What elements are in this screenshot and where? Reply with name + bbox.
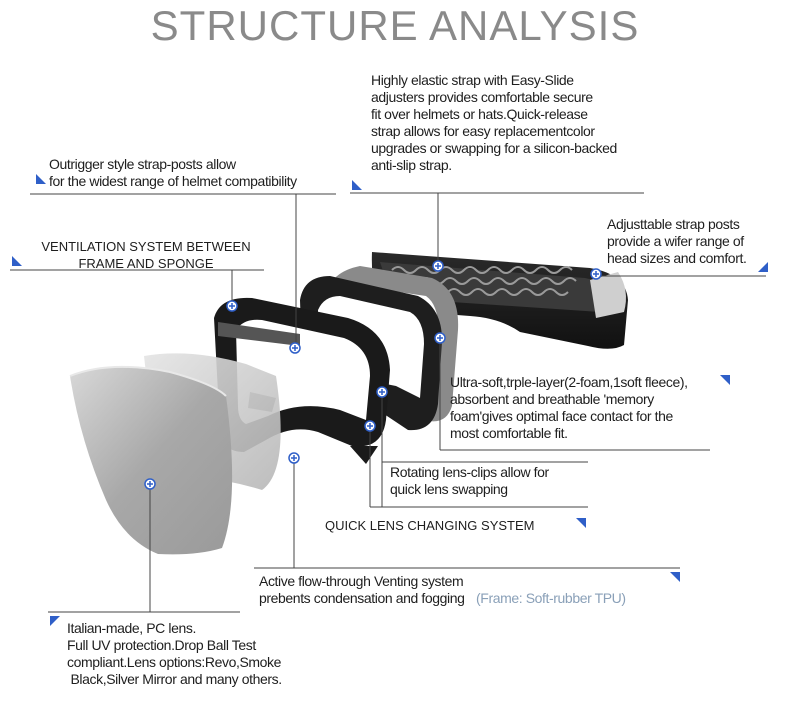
- foam-line: absorbent and breathable 'memory: [450, 391, 654, 407]
- plus-marker-icon: [289, 342, 301, 354]
- lens-line: Black,Silver Mirror and many others.: [67, 671, 282, 687]
- corner-triangles: [12, 174, 768, 626]
- strap-posts-line: provide a wifer range of: [607, 233, 744, 249]
- lens-line: Full UV protection.Drop Ball Test: [67, 637, 256, 653]
- strap-line: Highly elastic strap with Easy-Slide: [371, 72, 574, 88]
- strap-posts-line: Adjusttable strap posts: [607, 216, 740, 232]
- outrigger-line: Outrigger style strap-posts allow: [49, 156, 236, 172]
- page-title: STRUCTURE ANALYSIS: [150, 2, 640, 49]
- venting-line: prebents condensation and fogging: [259, 590, 465, 606]
- corner-triangle-icon: [36, 174, 46, 184]
- corner-triangle-icon: [670, 572, 680, 582]
- lens-line: Italian-made, PC lens.: [67, 620, 196, 636]
- plus-marker-icon: [590, 268, 602, 280]
- plus-marker-icon: [288, 452, 300, 464]
- plus-marker-icon: [434, 332, 446, 344]
- lens-line: compliant.Lens options:Revo,Smoke: [67, 654, 282, 670]
- corner-triangle-icon: [352, 180, 362, 190]
- plus-markers: [144, 260, 602, 490]
- outrigger-line: for the widest range of helmet compatibi…: [49, 173, 297, 189]
- plus-marker-icon: [364, 420, 376, 432]
- foam-line: foam'gives optimal face contact for the: [450, 408, 673, 424]
- callout-strap: Highly elastic strap with Easy-Slide adj…: [371, 72, 617, 174]
- callout-strap-posts: Adjusttable strap posts provide a wifer …: [607, 216, 747, 267]
- callout-venting: Active flow-through Venting system prebe…: [259, 573, 626, 607]
- foam-line: Ultra-soft,trple-layer(2-foam,1soft flee…: [450, 374, 688, 390]
- corner-triangle-icon: [50, 616, 60, 626]
- callout-quick-lens: QUICK LENS CHANGING SYSTEM: [325, 517, 534, 534]
- strap-line: upgrades or swapping for a silicon-backe…: [371, 140, 617, 156]
- plus-marker-icon: [144, 478, 156, 490]
- corner-triangle-icon: [576, 518, 586, 528]
- foam-line: most comfortable fit.: [450, 425, 568, 441]
- ventilation-line: FRAME AND SPONGE: [78, 256, 214, 271]
- plus-marker-icon: [376, 386, 388, 398]
- strap-line: anti-slip strap.: [371, 157, 452, 173]
- callout-ventilation: VENTILATION SYSTEM BETWEEN FRAME AND SPO…: [26, 238, 266, 272]
- corner-triangle-icon: [12, 256, 22, 266]
- callout-outrigger: Outrigger style strap-posts allow for th…: [49, 156, 297, 190]
- callout-foam: Ultra-soft,trple-layer(2-foam,1soft flee…: [450, 374, 688, 442]
- lens-clips-line: Rotating lens-clips allow for: [390, 464, 549, 480]
- callout-lens: Italian-made, PC lens. Full UV protectio…: [67, 620, 282, 688]
- plus-marker-icon: [432, 260, 444, 272]
- frame-material-note: (Frame: Soft-rubber TPU): [476, 590, 626, 606]
- leader-lines: [10, 192, 766, 613]
- lens-clips-line: quick lens swapping: [390, 481, 508, 497]
- ventilation-line: VENTILATION SYSTEM BETWEEN: [41, 239, 251, 254]
- strap-line: fit over helmets or hats.Quick-release: [371, 106, 588, 122]
- quick-lens-line: QUICK LENS CHANGING SYSTEM: [325, 518, 535, 533]
- venting-line: Active flow-through Venting system: [259, 573, 464, 589]
- strap-line: adjusters provides comfortable secure: [371, 89, 593, 105]
- callout-lens-clips: Rotating lens-clips allow for quick lens…: [390, 464, 549, 498]
- lens-front: [69, 365, 233, 555]
- plus-marker-icon: [226, 300, 238, 312]
- corner-triangle-icon: [720, 375, 730, 385]
- corner-triangle-icon: [758, 262, 768, 272]
- strap-line: strap allows for easy replacementcolor: [371, 123, 595, 139]
- strap-posts-line: head sizes and comfort.: [607, 250, 747, 266]
